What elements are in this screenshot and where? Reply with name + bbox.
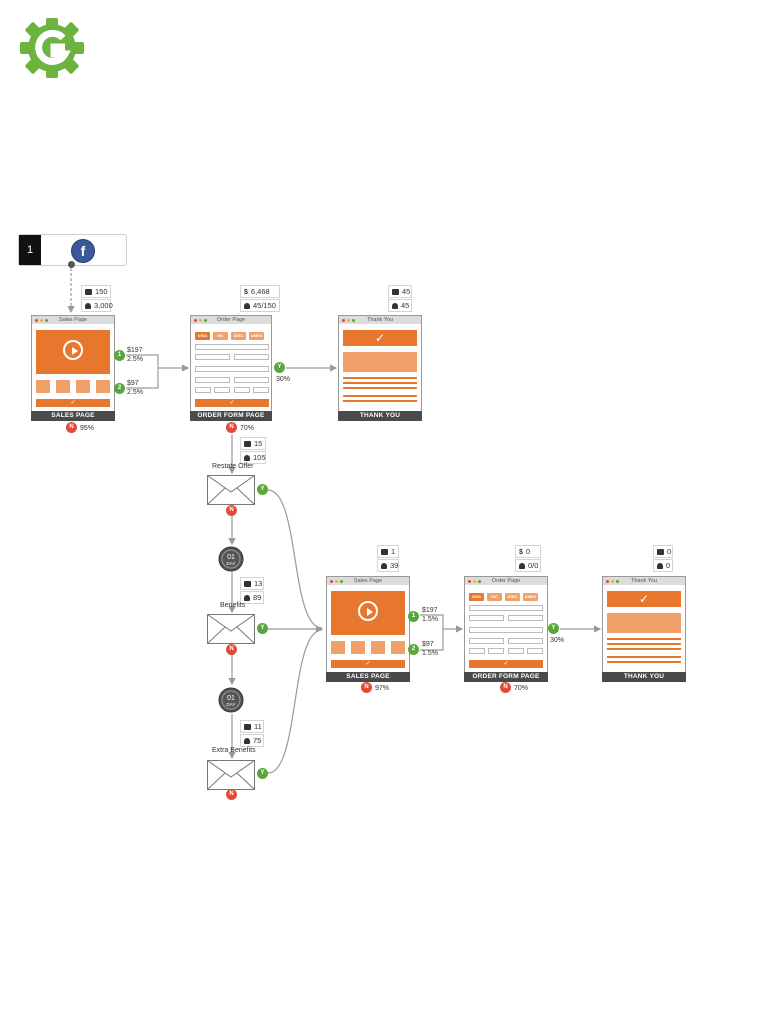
yes-badge[interactable]: Y	[274, 362, 285, 373]
offer-1-rate: 2.5%	[127, 356, 143, 363]
user-icon	[85, 303, 91, 310]
play-icon	[63, 340, 83, 360]
user-icon	[244, 595, 250, 602]
clicks-icon	[244, 581, 251, 588]
offer-1-price: $197	[127, 347, 143, 354]
source-stats: 150 3,000	[81, 285, 113, 313]
facebook-icon: f	[71, 239, 95, 263]
svg-text:01: 01	[227, 554, 235, 561]
sales-2-stats: 1 39	[377, 545, 399, 573]
svg-text:01: 01	[227, 695, 235, 702]
sales-page-2-node[interactable]: Sales Page ✓ SALES PAGE	[326, 576, 410, 682]
play-icon	[358, 601, 378, 621]
thankyou-2-stats: 0 0	[653, 545, 673, 573]
no-badge[interactable]: N	[226, 422, 237, 433]
order-stats: $6,468 45/150	[240, 285, 280, 313]
offer-1-rate: 1.5%	[422, 616, 438, 623]
no-badge[interactable]: N	[500, 682, 511, 693]
sales-page-node[interactable]: Sales Page ✓ SALES PAGE	[31, 315, 115, 421]
clicks-icon	[85, 289, 92, 296]
clicks-icon	[657, 549, 664, 556]
user-icon	[381, 563, 387, 570]
user-icon	[657, 563, 663, 570]
check-icon: ✓	[331, 660, 405, 668]
check-icon: ✓	[469, 660, 543, 668]
offer-1-badge[interactable]: 1	[114, 350, 125, 361]
email-2-label: Benefits	[220, 602, 246, 609]
no-rate: 70%	[514, 685, 529, 692]
clicks-icon	[244, 441, 251, 448]
offer-1-price: $197	[422, 607, 438, 614]
user-icon	[519, 563, 525, 570]
clicks-icon	[244, 724, 251, 731]
offer-2-price: $97	[127, 380, 139, 387]
yes-badge[interactable]: Y	[257, 768, 268, 779]
email-1-label: Restate Offer	[212, 463, 254, 470]
dollar-icon: $	[519, 548, 523, 556]
clicks-icon	[381, 549, 388, 556]
check-icon: ✓	[195, 399, 269, 407]
no-rate: 95%	[80, 425, 95, 432]
yes-rate: 30%	[276, 376, 291, 383]
no-rate: 97%	[375, 685, 390, 692]
yes-badge[interactable]: Y	[548, 623, 559, 634]
user-icon	[392, 303, 398, 310]
offer-2-price: $97	[422, 641, 434, 648]
no-badge[interactable]: N	[226, 789, 237, 800]
yes-badge[interactable]: Y	[257, 484, 268, 495]
offer-1-badge[interactable]: 1	[408, 611, 419, 622]
yes-rate: 30%	[550, 637, 565, 644]
email-1-stats: 15 105	[240, 437, 266, 465]
order-2-stats: $0 0/0	[515, 545, 541, 573]
email-envelope-icon[interactable]	[207, 614, 255, 644]
email-3-label: Extra Benefits	[212, 747, 256, 754]
offer-2-badge[interactable]: 2	[408, 644, 419, 655]
offer-2-rate: 1.5%	[422, 650, 438, 657]
clicks-icon	[392, 289, 399, 296]
traffic-source-node[interactable]: 1 f	[18, 234, 127, 266]
no-badge[interactable]: N	[66, 422, 77, 433]
user-icon	[244, 738, 250, 745]
no-rate: 70%	[240, 425, 255, 432]
check-icon: ✓	[36, 399, 110, 407]
email-envelope-icon[interactable]	[207, 475, 255, 505]
check-icon: ✓	[343, 330, 417, 346]
user-icon	[244, 455, 250, 462]
thank-you-page-2-node[interactable]: Thank You ✓ THANK YOU	[602, 576, 686, 682]
gear-g-logo-icon	[20, 18, 84, 78]
user-icon	[244, 303, 250, 310]
email-2-stats: 13 89	[240, 577, 264, 605]
no-badge[interactable]: N	[226, 505, 237, 516]
dollar-icon: $	[244, 288, 248, 296]
svg-text:DAY: DAY	[227, 702, 236, 707]
yes-badge[interactable]: Y	[257, 623, 268, 634]
no-badge[interactable]: N	[226, 644, 237, 655]
email-3-stats: 11 75	[240, 720, 264, 748]
order-form-page-2-node[interactable]: Order Page VISA MC DISC AMEX ✓ ORDER FOR…	[464, 576, 548, 682]
order-form-page-node[interactable]: Order Page VISA MC DISC AMEX ✓ ORDER FOR…	[190, 315, 272, 421]
source-number: 1	[19, 235, 41, 265]
connector-dot[interactable]	[68, 261, 75, 268]
svg-text:DAY: DAY	[227, 561, 236, 566]
email-envelope-icon[interactable]	[207, 760, 255, 790]
offer-2-rate: 2.5%	[127, 389, 143, 396]
thank-you-page-node[interactable]: Thank You ✓ THANK YOU	[338, 315, 422, 421]
thankyou-stats: 45 45	[388, 285, 412, 313]
offer-2-badge[interactable]: 2	[114, 383, 125, 394]
check-icon: ✓	[607, 591, 681, 607]
no-badge[interactable]: N	[361, 682, 372, 693]
